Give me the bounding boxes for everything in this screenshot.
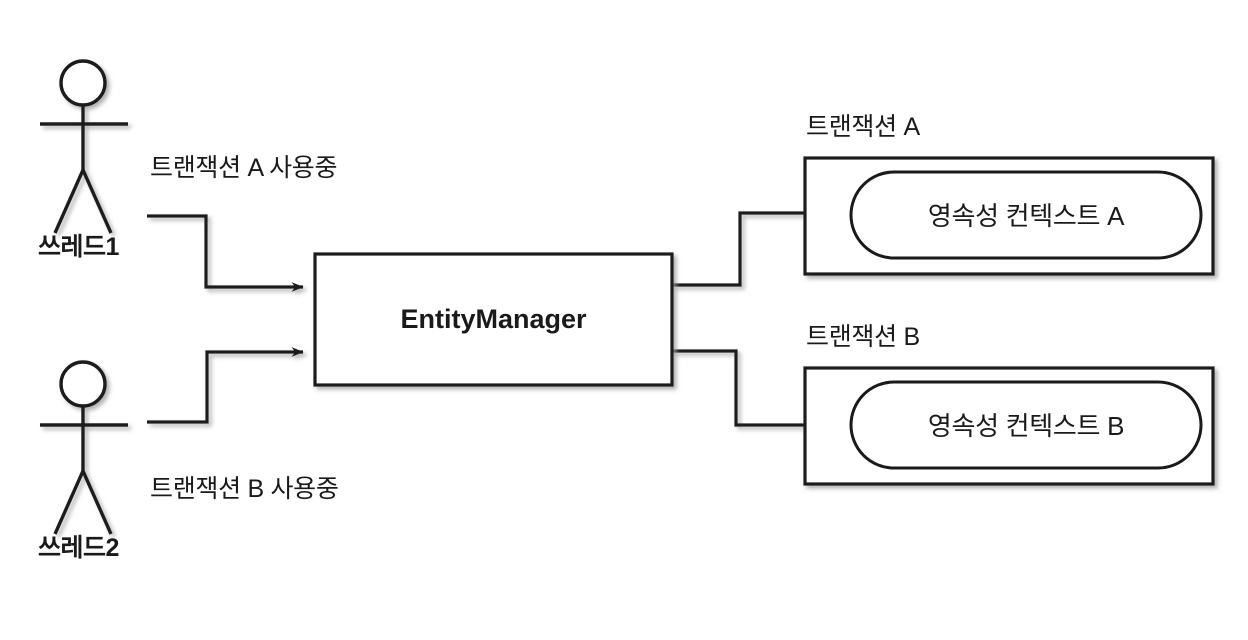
transaction-b-title: 트랜잭션 B	[806, 323, 920, 351]
transaction-a-title: 트랜잭션 A	[806, 113, 920, 141]
persistence-context-b-shape	[849, 380, 1203, 470]
entity-manager-label: EntityManager	[400, 304, 587, 334]
connector-entitymanager-to-context-b	[672, 349, 841, 430]
edge-label-thread2: 트랜잭션 B 사용중	[150, 475, 339, 503]
connector-entitymanager-to-context-a	[672, 208, 841, 287]
connector-thread2-to-entitymanager	[147, 347, 304, 424]
actor-label-thread1: 쓰레드1	[38, 233, 119, 261]
actor-label-thread2: 쓰레드2	[38, 534, 119, 562]
persistence-context-a-shape	[849, 170, 1203, 260]
stick-figure-icon-thread1	[40, 59, 128, 234]
persistence-context-b-label: 영속성 컨텍스트 B	[927, 411, 1125, 441]
stick-figure-icon-thread2	[40, 360, 128, 535]
edge-label-thread1: 트랜잭션 A 사용중	[150, 154, 338, 182]
persistence-context-a-label: 영속성 컨텍스트 A	[927, 201, 1125, 231]
entity-manager-box	[313, 252, 674, 387]
connector-thread1-to-entitymanager	[147, 214, 304, 292]
